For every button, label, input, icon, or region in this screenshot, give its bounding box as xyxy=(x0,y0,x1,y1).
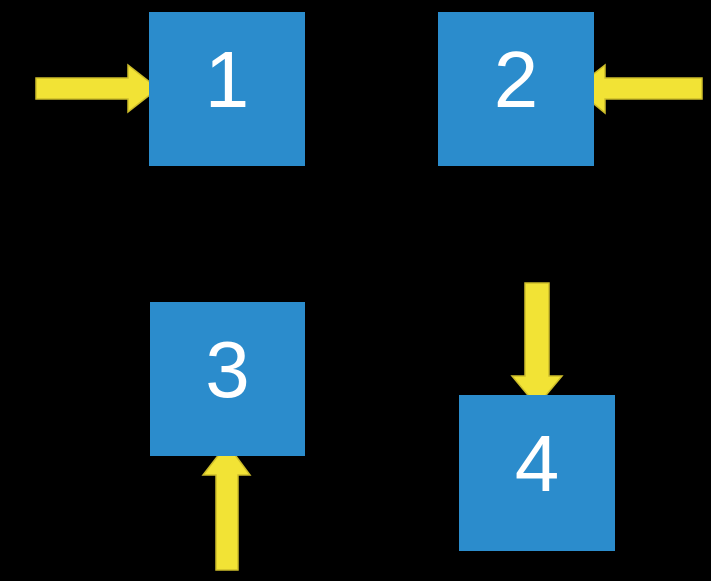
square-4: 4 xyxy=(459,395,615,551)
arrow-up-icon xyxy=(201,442,252,571)
arrow-right-icon xyxy=(35,63,160,114)
square-3-label: 3 xyxy=(205,325,250,414)
arrow-down-icon xyxy=(510,282,564,408)
square-1-label: 1 xyxy=(204,35,250,124)
square-4-label: 4 xyxy=(514,419,560,508)
square-3: 3 xyxy=(150,302,305,456)
arrow-left-icon xyxy=(573,63,703,115)
square-2: 2 xyxy=(438,12,594,166)
square-2-label: 2 xyxy=(493,35,539,124)
square-1: 1 xyxy=(149,12,305,166)
